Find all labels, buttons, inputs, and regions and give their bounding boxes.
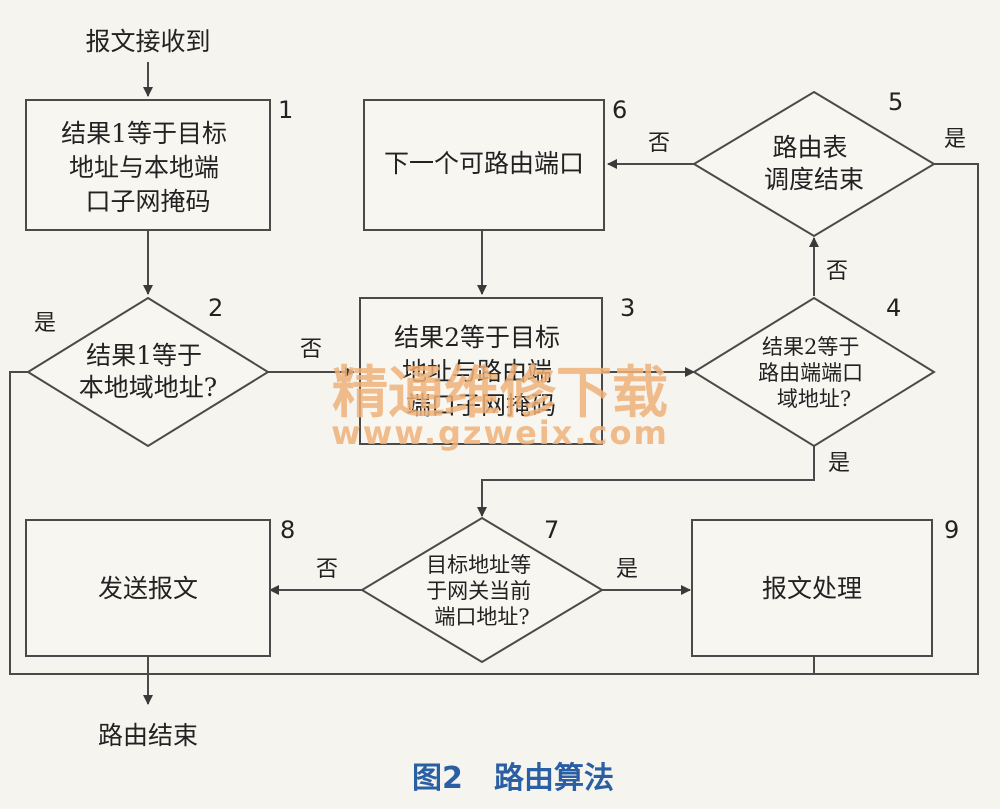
caption-figure-number: 图2 [412, 761, 463, 796]
label-7-yes: 是 [616, 557, 638, 582]
watermark-url: www.gzweix.com [331, 414, 669, 452]
node-2: 结果1等于 本地域地址? 2 [26, 294, 270, 448]
node-3-line-3: 端口子网掩码 [406, 391, 556, 420]
node-4-text: 结果2等于 路由端端口 域地址? [758, 335, 870, 411]
end-label: 路由结束 [98, 721, 198, 750]
node-4-line-3: 域地址? [777, 387, 851, 411]
node-3: 结果2等于目标 地址与路由端 端口子网掩码 3 [359, 294, 635, 445]
node-4-line-2: 路由端端口 [758, 361, 863, 385]
node-6-text: 下一个可路由端口 [384, 149, 584, 178]
node-9-number: 9 [944, 516, 959, 544]
label-4-yes: 是 [828, 451, 850, 476]
label-7-no: 否 [316, 557, 338, 582]
node-5-line-1: 路由表 [773, 133, 848, 162]
node-2-line-1: 结果1等于 [86, 341, 202, 370]
edge-2-yes-loop [9, 371, 148, 675]
node-4-line-1: 结果2等于 [762, 335, 859, 359]
caption-title: 路由算法 [494, 761, 614, 796]
node-4: 结果2等于 路由端端口 域地址? 4 [692, 294, 936, 448]
node-2-line-2: 本地域地址? [79, 373, 217, 402]
node-3-text: 结果2等于目标 地址与路由端 端口子网掩码 [394, 323, 568, 420]
node-1-line-2: 地址与本地端 [69, 153, 219, 182]
node-6-number: 6 [612, 96, 627, 124]
node-7-number: 7 [544, 516, 559, 544]
node-7: 目标地址等 于网关当前 端口地址? 7 [360, 516, 604, 664]
node-5-number: 5 [888, 88, 903, 116]
node-1-text: 结果1等于目标 地址与本地端 口子网掩码 [61, 119, 235, 216]
node-5: 路由表 调度结束 5 [692, 88, 936, 238]
watermark: 精通维修下载 www.gzweix.com [331, 360, 669, 452]
figure-caption: 图2 路由算法 [412, 761, 614, 796]
node-3-line-1: 结果2等于目标 [394, 323, 560, 352]
label-5-no: 否 [648, 131, 670, 156]
node-5-line-2: 调度结束 [764, 165, 864, 194]
node-7-line-3: 端口地址? [434, 605, 529, 629]
node-7-line-1: 目标地址等 [426, 553, 531, 577]
edge-5-yes-loop [148, 163, 979, 675]
edge-4-to-7 [477, 444, 815, 517]
node-7-line-2: 于网关当前 [426, 579, 531, 603]
node-8-text: 发送报文 [98, 574, 198, 603]
node-2-text: 结果1等于 本地域地址? [79, 341, 217, 402]
node-3-number: 3 [620, 294, 635, 322]
node-2-number: 2 [208, 294, 223, 322]
node-1-number: 1 [278, 96, 293, 124]
node-4-number: 4 [886, 294, 901, 322]
label-5-yes: 是 [944, 127, 966, 152]
node-5-text: 路由表 调度结束 [764, 133, 864, 194]
node-1-line-3: 口子网掩码 [85, 187, 210, 216]
node-6: 下一个可路由端口 6 [363, 96, 627, 231]
label-4-no: 否 [826, 259, 848, 284]
node-1: 结果1等于目标 地址与本地端 口子网掩码 1 [25, 96, 293, 231]
node-8: 发送报文 8 [25, 516, 295, 657]
label-2-no: 否 [300, 337, 322, 362]
label-2-yes: 是 [34, 311, 56, 336]
start-label: 报文接收到 [85, 27, 210, 56]
connectors [9, 62, 979, 705]
node-7-text: 目标地址等 于网关当前 端口地址? [426, 553, 538, 629]
watermark-text: 精通维修下载 [332, 360, 668, 426]
node-9-text: 报文处理 [762, 574, 862, 603]
node-8-number: 8 [280, 516, 295, 544]
node-3-line-2: 地址与路由端 [402, 357, 552, 386]
node-1-line-1: 结果1等于目标 [61, 119, 227, 148]
node-9: 报文处理 9 [691, 516, 959, 657]
